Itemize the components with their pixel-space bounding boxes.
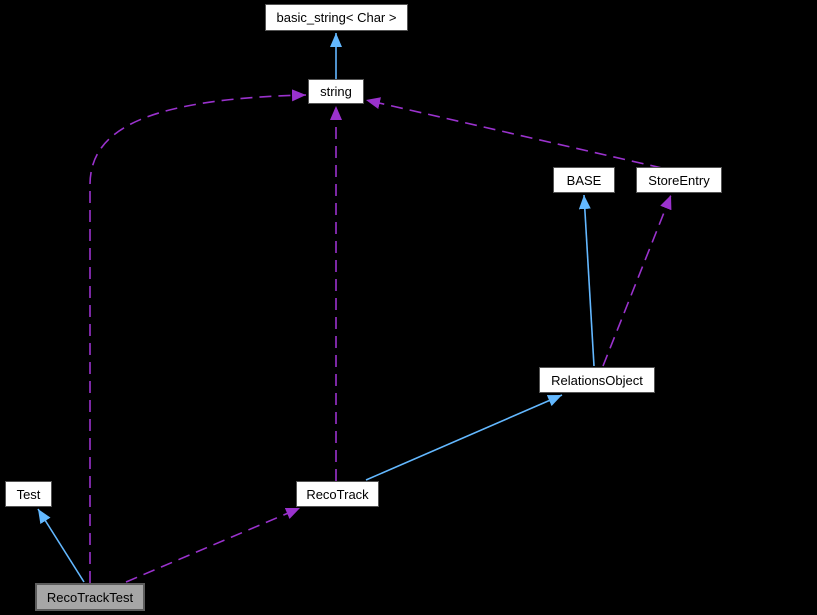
node-test[interactable]: Test — [5, 481, 52, 507]
node-recotracktest-current: RecoTrackTest — [35, 583, 145, 611]
edge-storeentry-to-string — [365, 97, 663, 169]
node-storeentry[interactable]: StoreEntry — [636, 167, 722, 193]
edge-recotracktest-to-test — [37, 508, 85, 583]
edge-relationsobject-to-storeentry — [602, 194, 672, 367]
node-relationsobject[interactable]: RelationsObject — [539, 367, 655, 393]
node-recotrack[interactable]: RecoTrack — [296, 481, 379, 507]
edge-recotracktest-to-string — [89, 89, 307, 583]
node-base[interactable]: BASE — [553, 167, 615, 193]
edge-recotrack-to-relationsobject — [365, 394, 563, 481]
node-string[interactable]: string — [308, 79, 364, 104]
node-basic-string[interactable]: basic_string< Char > — [265, 4, 408, 31]
edge-recotracktest-to-recotrack — [125, 507, 301, 583]
edge-relationsobject-to-base — [578, 194, 595, 367]
